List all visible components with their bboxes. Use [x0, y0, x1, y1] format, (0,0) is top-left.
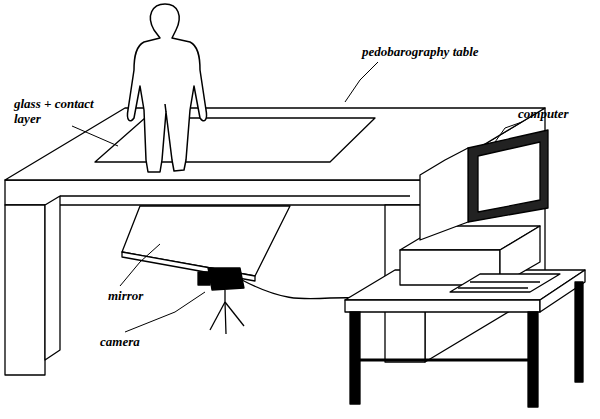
- computer-desk: [345, 270, 585, 407]
- pedobarography-table: [5, 108, 545, 375]
- part-label: pedobarography table: [362, 44, 522, 59]
- person-figure: [127, 4, 206, 172]
- mirror: [122, 206, 290, 281]
- leader-lines: [72, 62, 522, 332]
- part-label: mirror: [108, 288, 178, 303]
- part-label: glass + contact layer: [14, 96, 109, 126]
- part-label: camera: [100, 334, 170, 349]
- computer: [400, 130, 560, 292]
- part-label: computer: [518, 106, 596, 121]
- glass-plate: [95, 118, 375, 162]
